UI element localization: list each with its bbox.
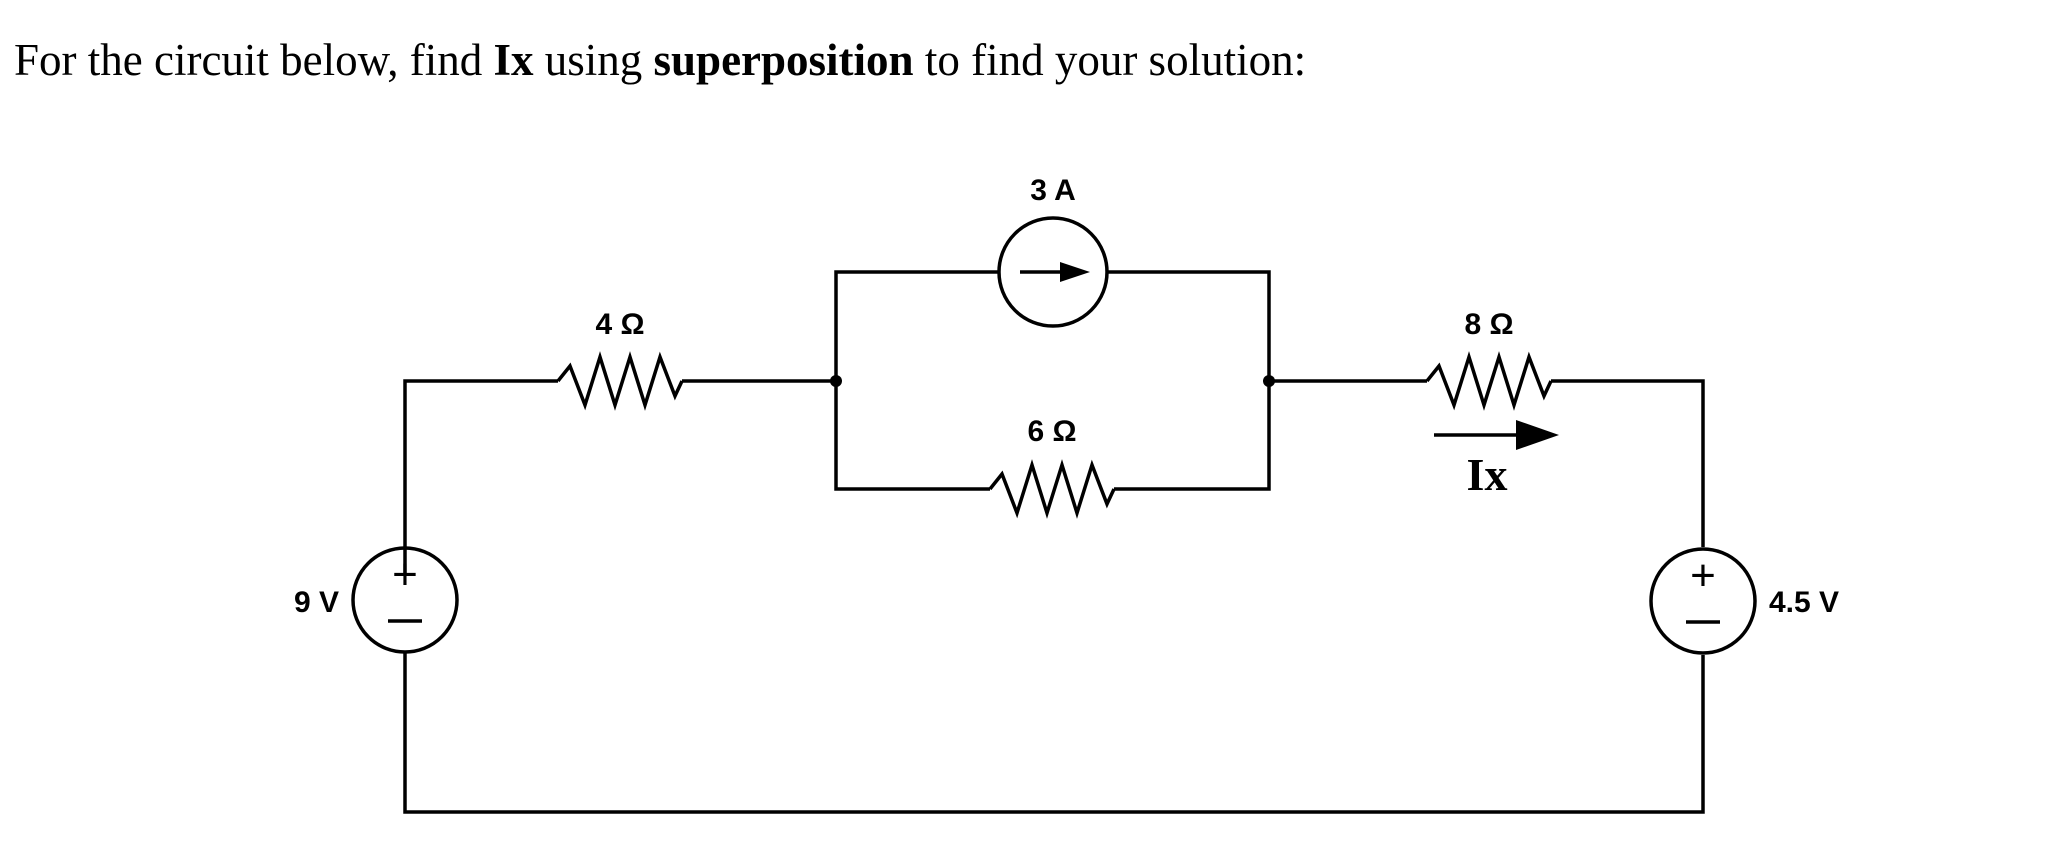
method-name: superposition	[653, 35, 914, 85]
wire-top-right	[1551, 379, 1705, 547]
wire-parallel-right-lower	[1114, 381, 1271, 491]
label-3a: 3 A	[1030, 174, 1076, 207]
problem-text-3: to find your solution:	[913, 35, 1307, 85]
label-6-ohm: 6 Ω	[1027, 415, 1076, 448]
ix-current-arrow	[1434, 420, 1559, 450]
resistor-4-ohm	[556, 351, 684, 411]
voltage-source-4.5v: +	[1649, 547, 1757, 655]
source-4.5v-plus: +	[1690, 551, 1716, 600]
wire-parallel-left-lower	[834, 381, 990, 491]
ix-arrowhead-icon	[1516, 420, 1559, 450]
problem-text-1: For the circuit below, find	[14, 35, 494, 85]
label-4.5v: 4.5 V	[1769, 586, 1839, 619]
wire-top-left	[403, 379, 558, 573]
ix-variable: Ix	[493, 35, 534, 85]
resistor-6-ohm	[988, 459, 1116, 519]
wires	[403, 270, 1705, 814]
junction-left	[830, 375, 842, 387]
current-source-3a	[997, 216, 1109, 328]
source-9v-plus: +	[392, 550, 418, 599]
label-4-ohm: 4 Ω	[595, 308, 644, 341]
voltage-source-9v: +	[351, 546, 459, 654]
label-8-ohm: 8 Ω	[1464, 308, 1513, 341]
label-9v: 9 V	[294, 586, 339, 619]
junction-right	[1263, 375, 1275, 387]
resistor-8-ohm	[1425, 351, 1553, 411]
wire-bottom	[403, 653, 1705, 814]
problem-statement: For the circuit below, find Ix using sup…	[14, 34, 1306, 86]
wire-parallel-right-upper	[1108, 270, 1271, 381]
current-source-arrow-icon	[1060, 262, 1090, 282]
problem-text-2: using	[533, 35, 654, 85]
label-ix: Ix	[1467, 449, 1508, 500]
wire-parallel-left-upper	[834, 270, 998, 381]
